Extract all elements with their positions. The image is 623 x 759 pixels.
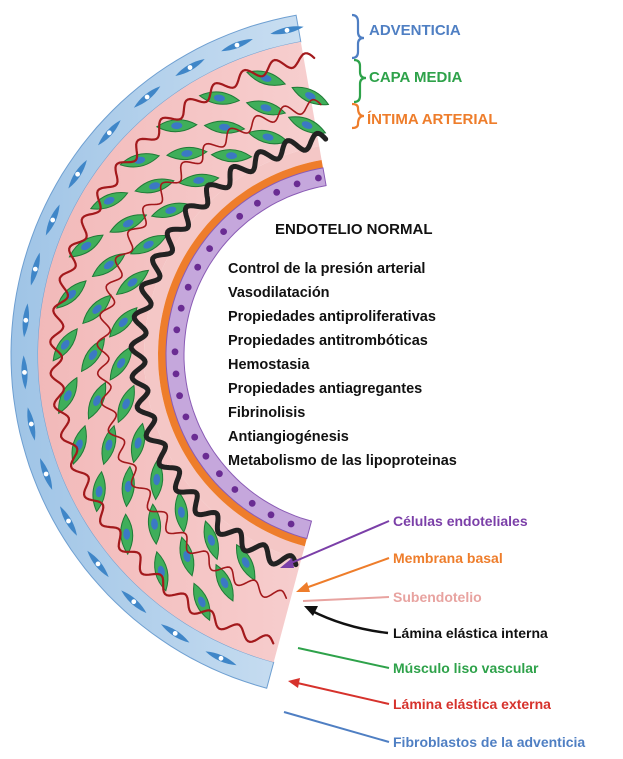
function-item: Fibrinolisis [228, 405, 305, 421]
endothelial-nucleus [183, 414, 190, 421]
legend-arrow-lamina-externa [293, 682, 389, 704]
legend-arrow-basal [300, 558, 389, 590]
endothelial-nucleus [178, 305, 185, 312]
adventicia-bracket [352, 15, 364, 58]
endothelial-nucleus [172, 348, 179, 355]
legend-label-basal: Membrana basal [393, 550, 503, 566]
layer-label-capa-media: CAPA MEDIA [369, 69, 463, 86]
function-item: Propiedades antiagregantes [228, 381, 422, 397]
legend-arrow-lamina-interna [310, 610, 388, 633]
legend-arrowhead [288, 678, 300, 688]
endothelial-nucleus [216, 470, 223, 477]
endothelial-nucleus [232, 486, 239, 493]
endothelial-nucleus [185, 284, 192, 291]
function-item: Control de la presión arterial [228, 261, 425, 277]
endothelial-nucleus [220, 228, 227, 235]
endothelial-nucleus [268, 511, 275, 518]
endothelial-nucleus [173, 371, 180, 378]
endothelial-nucleus [191, 434, 198, 441]
function-item: Propiedades antitrombóticas [228, 333, 428, 349]
legend-arrow-subendotelio [303, 597, 389, 601]
endothelial-nucleus [254, 200, 261, 207]
endothelial-nucleus [176, 392, 183, 399]
endothelial-nucleus [249, 500, 256, 507]
function-item: Hemostasia [228, 357, 310, 373]
legend-label-subendotelio: Subendotelio [393, 589, 482, 605]
capa-media-bracket [354, 60, 366, 102]
legend: Células endoteliales Membrana basal Sube… [280, 513, 585, 750]
legend-arrowhead [296, 582, 310, 592]
function-item: Vasodilatación [228, 285, 330, 301]
endothelial-nucleus [294, 181, 301, 188]
endothelial-nucleus [288, 521, 295, 528]
legend-label-lamina-interna: Lámina elástica interna [393, 625, 548, 641]
legend-label-fibroblastos: Fibroblastos de la adventicia [393, 734, 585, 750]
endothelial-nucleus [315, 175, 322, 182]
legend-label-lamina-externa: Lámina elástica externa [393, 696, 551, 712]
intima-bracket [352, 104, 364, 128]
endothelial-nucleus [236, 213, 243, 220]
legend-label-musculo: Músculo liso vascular [393, 660, 539, 676]
function-item: Propiedades antiproliferativas [228, 309, 436, 325]
layer-label-adventicia: ADVENTICIA [369, 22, 461, 39]
endothelial-nucleus [173, 326, 180, 333]
legend-arrow-fibroblastos [284, 712, 389, 742]
function-list: Control de la presión arterial Vasodilat… [228, 261, 457, 469]
legend-arrowhead [304, 606, 318, 616]
endothelial-nucleus [203, 453, 210, 460]
layer-label-intima: ÍNTIMA ARTERIAL [367, 111, 498, 128]
endothelial-nucleus [273, 189, 280, 196]
legend-arrow-musculo [298, 648, 389, 668]
function-item: Metabolismo de las lipoproteinas [228, 453, 457, 469]
function-item: Antiangiogénesis [228, 429, 349, 445]
panel-title: ENDOTELIO NORMAL [275, 221, 433, 238]
endothelial-nucleus [194, 264, 201, 271]
endothelial-nucleus [206, 245, 213, 252]
legend-label-endothelial: Células endoteliales [393, 513, 528, 529]
